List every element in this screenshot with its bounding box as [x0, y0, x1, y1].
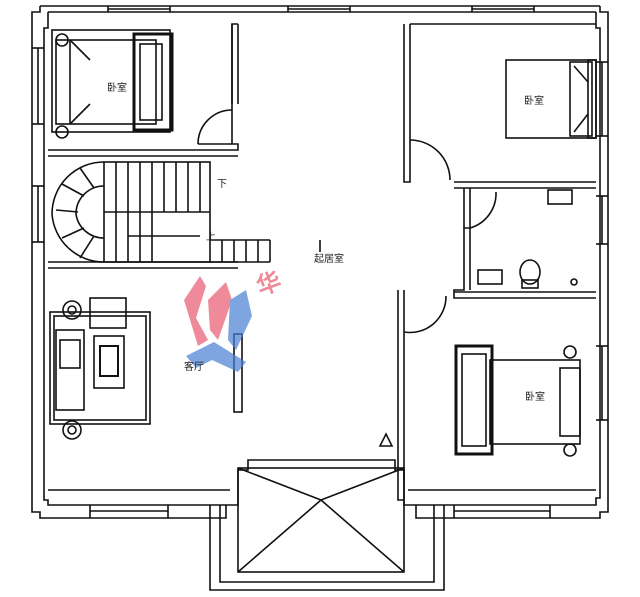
bed-bottom-right: [454, 344, 581, 457]
bed-top-left: [51, 29, 174, 139]
room-label-bedroom-top-right: 卧室: [524, 96, 544, 107]
triangle-icon: [378, 432, 394, 447]
staircase: [51, 161, 321, 263]
bathroom-fixtures: [477, 189, 578, 289]
room-label-bedroom-bottom-right: 卧室: [525, 392, 545, 403]
stair-label-up: 上: [206, 232, 216, 243]
room-label-bedroom-top-left: 卧室: [107, 83, 127, 94]
exterior-wall: [31, 5, 609, 519]
watermark-logo: [184, 276, 252, 372]
room-label-living-upper: 起居室: [314, 254, 344, 265]
stair-label-down: 下: [217, 179, 227, 190]
balcony: [209, 467, 445, 591]
door: [197, 109, 497, 334]
bed-top-right: [505, 59, 597, 139]
interior-wall: [48, 23, 596, 501]
room-label-living-lower: 客厅: [184, 362, 204, 373]
